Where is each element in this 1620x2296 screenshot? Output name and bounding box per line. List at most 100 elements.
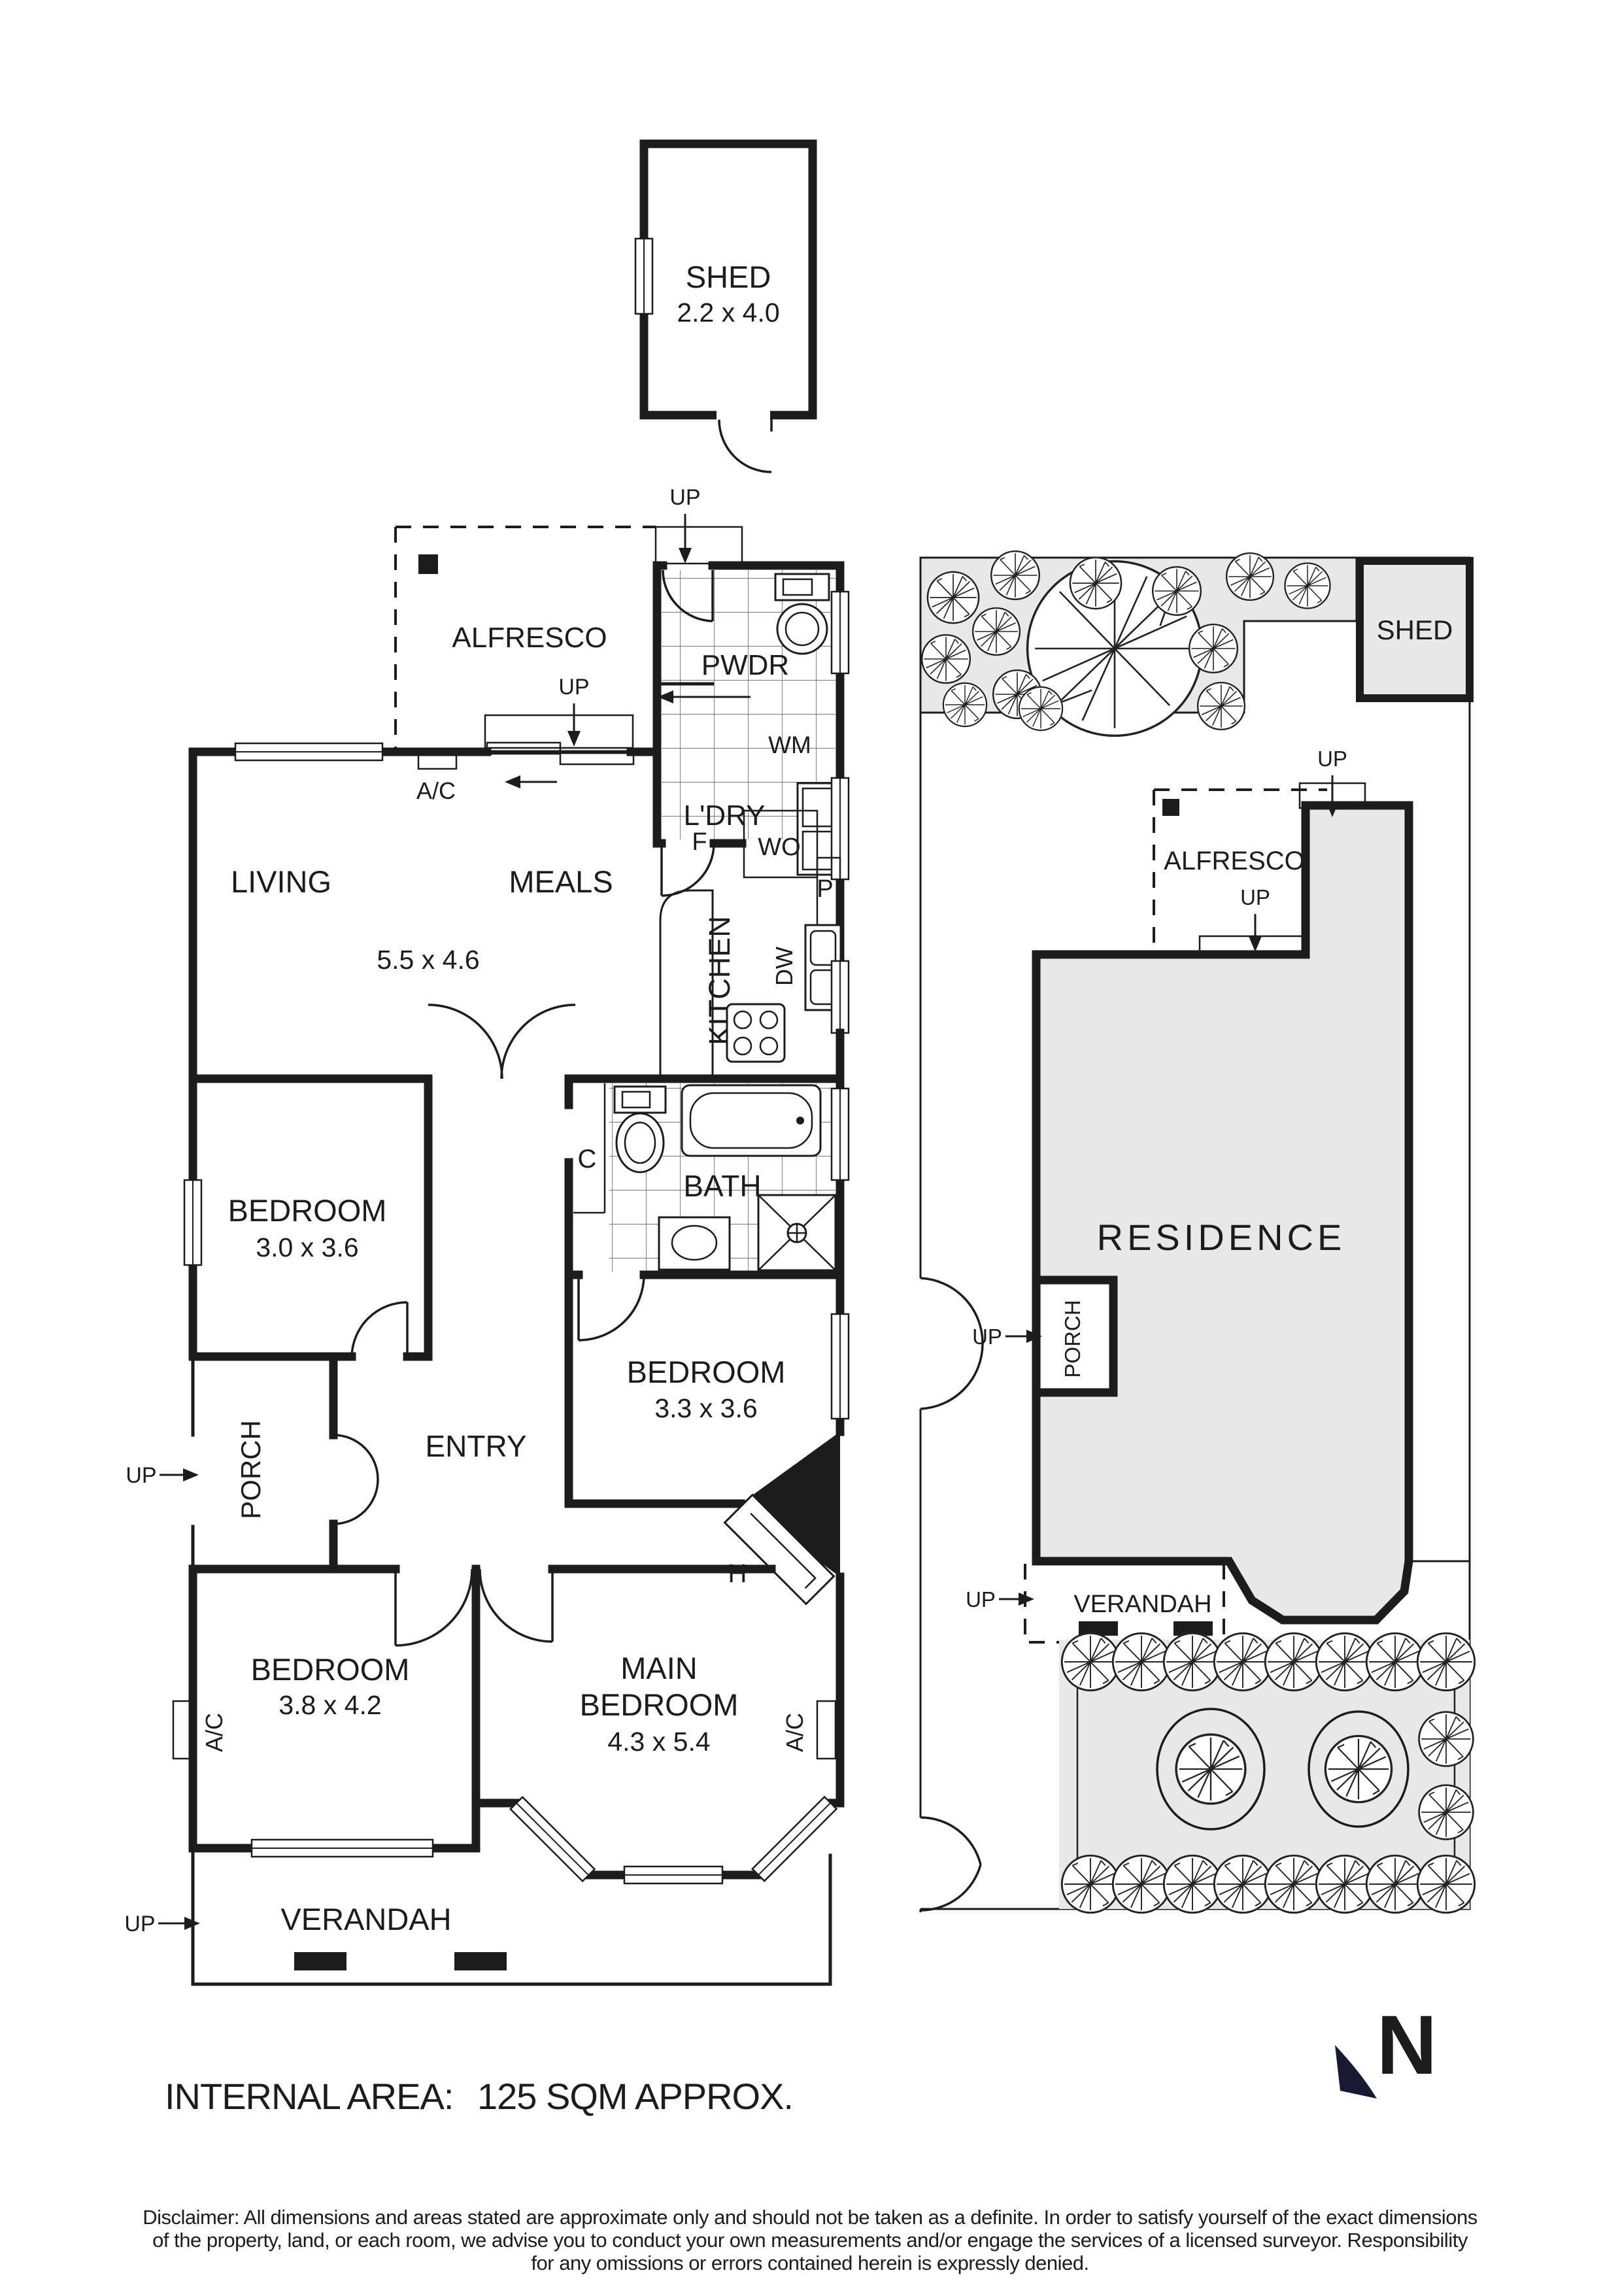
pantry-label: P xyxy=(817,875,833,903)
fireplace-icon xyxy=(741,1432,840,1577)
vanity-icon xyxy=(658,1216,731,1271)
shrub-icon xyxy=(1416,1632,1476,1692)
bathroom: C BATH xyxy=(564,1028,850,1508)
shrub-icon xyxy=(1213,1854,1273,1914)
bedroom3-label: BEDROOM xyxy=(251,1652,410,1687)
rear-garden xyxy=(919,550,1358,737)
main-bedroom-label1: MAIN xyxy=(620,1651,698,1685)
cupboard-label: C xyxy=(578,1145,597,1173)
floor-plan: SHED 2.2 x 4.0 UP ALFRESCO UP xyxy=(124,139,850,1986)
bay-window xyxy=(751,1795,838,1882)
main-bedroom-dims: 4.3 x 5.4 xyxy=(607,1727,710,1757)
shrub-icon xyxy=(1315,1854,1375,1914)
verandah-post-icon xyxy=(294,1952,346,1970)
alfresco-post-icon xyxy=(1162,799,1179,816)
north-label: N xyxy=(1377,1999,1437,2092)
site-alfresco-outline xyxy=(1153,788,1327,951)
site-shed-label: SHED xyxy=(1377,615,1453,645)
cupboard-outline xyxy=(573,1083,606,1214)
shrub-icon xyxy=(1018,686,1064,732)
ldry-label: L'DRY xyxy=(684,800,766,832)
bedroom2-door-icon xyxy=(577,1274,645,1342)
toilet-icon xyxy=(774,573,830,655)
shrub-icon xyxy=(1418,1784,1474,1840)
bedroom2-dims: 3.3 x 3.6 xyxy=(654,1393,757,1423)
verandah: VERANDAH UP xyxy=(124,1846,832,1986)
shrub-icon xyxy=(1365,1854,1425,1914)
shrub-icon xyxy=(1225,552,1275,601)
site-shed: SHED xyxy=(1356,557,1474,702)
bedroom1-window xyxy=(183,1179,203,1266)
site-porch-walls xyxy=(1036,1275,1118,1397)
up-label: UP xyxy=(126,1463,156,1488)
arrow-head-icon xyxy=(1326,802,1339,817)
hearth-icon xyxy=(723,1493,835,1606)
entry-double-door-icon xyxy=(333,1434,379,1525)
bedroom1-dims: 3.0 x 3.6 xyxy=(256,1232,358,1262)
entry-label: ENTRY xyxy=(425,1429,526,1463)
disclaimer-line3: for any omissions or errors contained he… xyxy=(531,2252,1088,2274)
site-porch-fill xyxy=(1041,1283,1110,1389)
shed-room: SHED 2.2 x 4.0 xyxy=(634,139,817,473)
shrub-icon xyxy=(920,634,971,684)
toilet-icon xyxy=(613,1085,667,1173)
shrub-icon xyxy=(1365,1632,1425,1692)
residence-outline xyxy=(1032,801,1413,1625)
main-bedroom-label2: BEDROOM xyxy=(580,1687,739,1722)
bedrooms-front: A/C A/C BEDROOM 3.8 x 4.2 MAIN BEDROOM 4… xyxy=(172,1564,845,1885)
shed-door-opening xyxy=(717,407,770,424)
alfresco-area: ALFRESCO UP xyxy=(394,526,656,751)
arrow-head-icon xyxy=(1249,936,1262,952)
bay-window xyxy=(509,1796,596,1883)
arrow-head-icon xyxy=(567,731,581,747)
verandah-post-icon xyxy=(1079,1621,1118,1636)
arrow-head-icon xyxy=(505,775,520,788)
living-meals: A/C LIVING MEALS 5.5 x 4.6 xyxy=(188,741,845,1361)
shrub-icon xyxy=(942,682,988,728)
up-label: UP xyxy=(124,1912,155,1936)
up-label: UP xyxy=(1317,747,1347,771)
cooktop-icon xyxy=(726,1003,786,1063)
wall-oven-label: WO xyxy=(758,834,800,861)
front-garden xyxy=(1059,1632,1476,1914)
shrub-icon xyxy=(990,550,1041,600)
shrub-icon xyxy=(1284,562,1331,609)
kitchen: KITCHEN DW xyxy=(659,889,850,1075)
shrub-icon xyxy=(971,607,1021,656)
up-label: UP xyxy=(669,485,700,510)
porch-entry: PORCH UP ENTRY xyxy=(126,1352,527,1574)
fridge-label: F xyxy=(692,828,707,856)
alfresco-outline xyxy=(394,526,656,751)
up-label: UP xyxy=(966,1587,996,1612)
porch-label: PORCH xyxy=(235,1420,266,1519)
living-label: LIVING xyxy=(231,864,331,899)
bay-window xyxy=(623,1865,724,1885)
arrow-head-icon xyxy=(184,1917,200,1930)
bath-window xyxy=(830,1087,850,1181)
shrub-icon xyxy=(1060,1854,1121,1914)
ac-label: A/C xyxy=(416,777,456,804)
disclaimer-line2: of the property, land, or each room, we … xyxy=(152,2229,1468,2252)
shed-dims: 2.2 x 4.0 xyxy=(677,297,779,328)
pwdr-door-icon xyxy=(662,569,714,622)
shrub-icon xyxy=(1213,1632,1273,1692)
north-pointer-icon xyxy=(1335,2045,1377,2099)
shrub-icon xyxy=(1264,1632,1324,1692)
shed-door-icon xyxy=(718,415,773,473)
bedroom1-door-icon xyxy=(350,1301,409,1357)
footer: INTERNAL AREA: 125 SQM APPROX. Disclaime… xyxy=(143,2076,1477,2274)
shrub-icon xyxy=(926,571,980,624)
kitchen-bench xyxy=(659,889,714,1075)
sliding-door-panel xyxy=(486,741,562,755)
site-verandah-outline xyxy=(1024,1564,1225,1644)
rear-landing xyxy=(654,526,743,565)
shrub-icon xyxy=(1315,1632,1375,1692)
bath-label: BATH xyxy=(683,1169,761,1203)
arrow-head-icon xyxy=(679,548,692,564)
arrow-head-icon xyxy=(183,1468,199,1481)
verandah-post-icon xyxy=(1173,1621,1213,1636)
ringed-tree-icon xyxy=(1156,1708,1266,1831)
site-porch-label: PORCH xyxy=(1060,1300,1085,1377)
ac-label: A/C xyxy=(201,1713,228,1752)
site-residence: RESIDENCE ALFRESCO UP UP PORCH UP xyxy=(972,747,1413,1625)
